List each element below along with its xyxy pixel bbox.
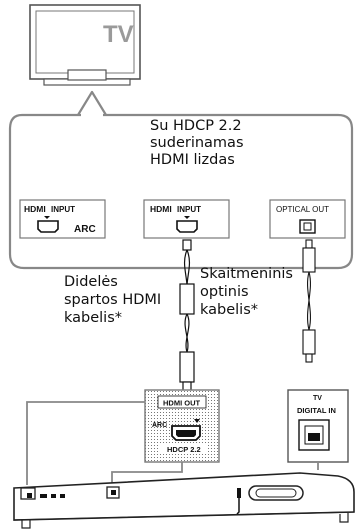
soundbar-digital-in-panel: TV DIGITAL IN [287, 389, 349, 463]
hdcp-label: HDCP 2.2 [167, 445, 201, 454]
hdmi-cable-caption-line: spartos HDMI [64, 292, 162, 308]
optical-cable-caption: Skaitmeninis optinis kabelis* [200, 265, 293, 319]
optical-cable-caption-line: optinis [200, 284, 249, 300]
hdmi-arc-port-logo: HDMI [24, 204, 46, 214]
hdmi-hdcp-port-label: INPUT [177, 205, 201, 214]
hdcp-caption-line: HDMI lizdas [150, 152, 235, 168]
optical-cable [302, 239, 316, 363]
optical-out-port: OPTICAL OUT [269, 199, 346, 239]
hdmi-hdcp-port-logo: HDMI [150, 204, 172, 214]
soundbar-illustration [13, 472, 355, 529]
tv-label: TV [103, 21, 134, 48]
hdmi-cable [179, 239, 195, 393]
optical-cable-caption-line: Skaitmeninis [200, 266, 293, 282]
soundbar-hdmi-out-panel: HDMI OUT ARC HDCP 2.2 [144, 389, 220, 463]
hdmi-cable-caption: Didelės spartos HDMI kabelis* [64, 273, 161, 327]
digital-in-tv-label: TV [313, 395, 322, 402]
hdmi-hdcp-port: HDMI INPUT [143, 199, 230, 239]
hdcp-port-caption: Su HDCP 2.2 suderinamas HDMI lizdas [150, 118, 244, 169]
tv-illustration: TV [29, 4, 141, 86]
digital-in-label: DIGITAL IN [297, 406, 336, 415]
hdcp-caption-line: Su HDCP 2.2 [150, 118, 242, 134]
hdmi-cable-caption-line: Didelės [64, 274, 118, 290]
hdmi-arc-port-label: INPUT [51, 205, 75, 214]
optical-cable-caption-line: kabelis* [200, 302, 259, 318]
hdmi-out-label: HDMI OUT [163, 399, 200, 408]
arc-label: ARC [74, 224, 96, 235]
leader-lines [26, 401, 319, 485]
hdmi-cable-caption-line: kabelis* [64, 310, 123, 326]
hdmi-out-arc-label: ARC [152, 422, 167, 429]
optical-out-label: OPTICAL OUT [276, 205, 329, 214]
tv-panel-box [8, 113, 354, 270]
hdmi-arc-port: HDMI INPUT ARC [19, 199, 106, 239]
hdcp-caption-line: suderinamas [150, 135, 244, 151]
